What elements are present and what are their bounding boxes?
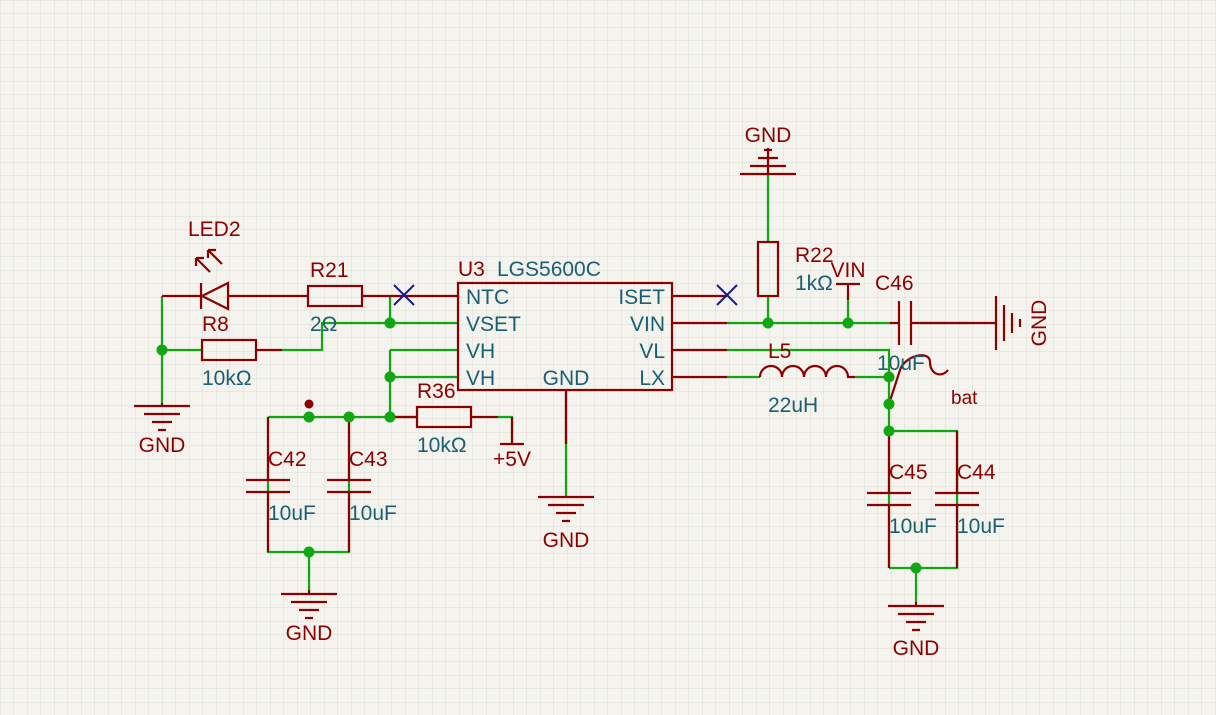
- l5-ref-label: L5: [768, 340, 791, 363]
- gnd-label-c44: GND: [893, 637, 940, 660]
- vin-label: VIN: [830, 259, 865, 282]
- plus5v-symbol: [500, 417, 524, 446]
- r22-value-label: 1kΩ: [795, 272, 833, 295]
- gnd-label-led: GND: [139, 434, 186, 457]
- gnd-label-chip: GND: [543, 529, 590, 552]
- c45-value-label: 10uF: [889, 515, 937, 538]
- ground-symbol-led: [134, 403, 190, 432]
- pin-label-vh1: VH: [466, 340, 495, 363]
- c43-ref-label: C43: [349, 448, 388, 471]
- vin-symbol: [836, 282, 860, 300]
- c44-symbol[interactable]: [935, 431, 979, 568]
- c43-symbol[interactable]: [327, 417, 371, 552]
- no-connect-ntc: [393, 284, 415, 306]
- pin-label-ntc: NTC: [466, 286, 509, 309]
- c44-ref-label: C44: [957, 461, 996, 484]
- gnd-label-c46: GND: [1028, 300, 1051, 347]
- junctions: [156, 317, 922, 574]
- c42-ref-label: C42: [268, 448, 307, 471]
- r21-value-label: 2Ω: [310, 313, 337, 336]
- l5-value-label: 22uH: [768, 394, 818, 417]
- ground-symbol-c42: [281, 590, 337, 620]
- c42-value-label: 10uF: [268, 502, 316, 525]
- r22-ref-label: R22: [795, 244, 834, 267]
- r8-symbol[interactable]: [200, 338, 282, 362]
- no-connect-iset: [716, 284, 738, 306]
- pin-label-vl: VL: [639, 340, 665, 363]
- c45-ref-label: C45: [889, 461, 928, 484]
- r21-ref-label: R21: [310, 259, 349, 282]
- c46-ref-label: C46: [875, 272, 914, 295]
- pin-label-iset: ISET: [618, 286, 665, 309]
- chip-part-label: LGS5600C: [497, 258, 601, 281]
- pin-label-lx: LX: [639, 367, 665, 390]
- c45-symbol[interactable]: [867, 431, 911, 568]
- c44-value-label: 10uF: [957, 515, 1005, 538]
- led2-symbol[interactable]: [162, 248, 268, 311]
- r8-value-label: 10kΩ: [202, 367, 252, 390]
- gnd-label-r22: GND: [745, 124, 792, 147]
- c42-symbol[interactable]: [246, 417, 290, 552]
- c46-value-label: 10uF: [877, 352, 925, 375]
- bat-label: bat: [951, 388, 978, 409]
- pin-label-vin: VIN: [630, 313, 665, 336]
- ground-symbol-c46: [968, 296, 1022, 350]
- led2-ref-label: LED2: [188, 218, 241, 241]
- r36-value-label: 10kΩ: [417, 434, 467, 457]
- r36-ref-label: R36: [417, 380, 456, 403]
- r22-symbol[interactable]: [756, 240, 780, 298]
- gnd-label-c42: GND: [286, 622, 333, 645]
- pin-label-gnd: GND: [543, 367, 590, 390]
- ground-symbol-r22: [740, 148, 796, 176]
- pin-label-vh2: VH: [466, 367, 495, 390]
- chip-ref-label: U3: [458, 258, 485, 281]
- ground-symbol-c44: [888, 602, 944, 632]
- c43-value-label: 10uF: [349, 502, 397, 525]
- plus5v-label: +5V: [493, 448, 531, 471]
- bat-net-flag[interactable]: [887, 354, 949, 405]
- r21-symbol[interactable]: [268, 284, 390, 308]
- chip-u3[interactable]: [390, 281, 727, 444]
- r8-ref-label: R8: [202, 313, 229, 336]
- pin-label-vset: VSET: [466, 313, 521, 336]
- c46-symbol[interactable]: [890, 301, 968, 345]
- l5-symbol[interactable]: [758, 364, 855, 379]
